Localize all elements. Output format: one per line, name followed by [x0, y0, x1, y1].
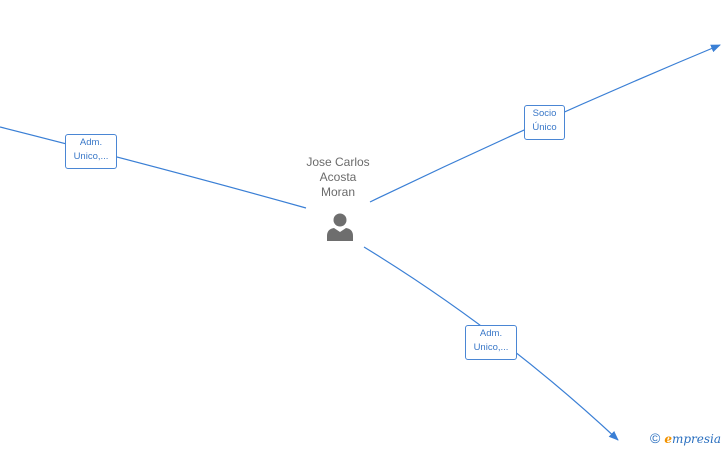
edge-label-left-line-1: Adm. [79, 137, 103, 148]
person-name-line-2: Acosta [319, 170, 357, 184]
edge-label-bottom-line-2: Unico,... [473, 342, 509, 353]
brand-initial: e [664, 432, 672, 446]
person-name-line-1: Jose Carlos [306, 155, 370, 169]
edge-label-right[interactable]: Socio Único [524, 105, 565, 140]
person-name-line-3: Moran [320, 185, 355, 199]
person-name[interactable]: Jose Carlos Acosta Moran [290, 155, 386, 200]
edge-label-right-line-2: Único [532, 122, 557, 133]
brand-rest: mpresia [671, 432, 722, 446]
person-icon[interactable] [325, 211, 355, 241]
edge-label-bottom-line-1: Adm. [479, 328, 503, 339]
edge-label-bottom[interactable]: Adm. Unico,... [465, 325, 517, 360]
edge-label-left[interactable]: Adm. Unico,... [65, 134, 117, 169]
edge-label-right-line-1: Socio [532, 108, 557, 119]
edge-label-left-line-2: Unico,... [73, 151, 109, 162]
edge-left [0, 126, 307, 209]
empresia-watermark: ©empresia [650, 430, 721, 446]
copyright-icon: © [650, 430, 661, 446]
